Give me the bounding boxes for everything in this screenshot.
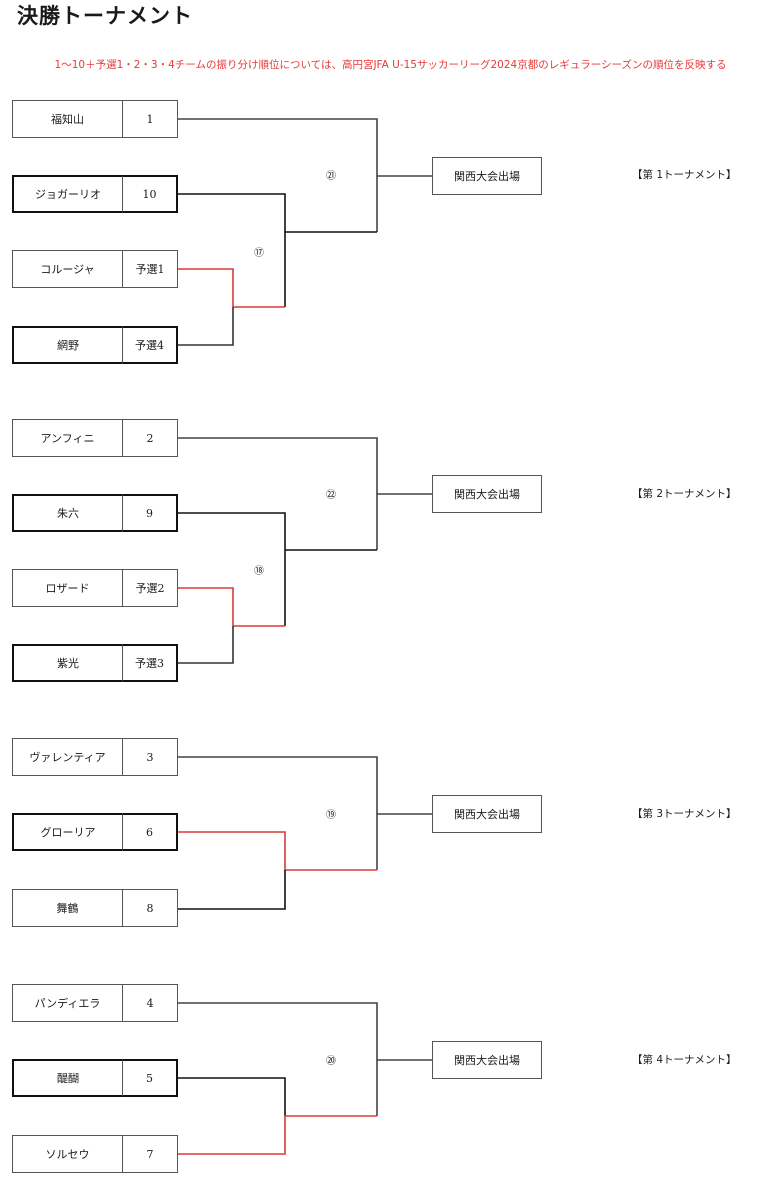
final-result-box: 関西大会出場: [432, 157, 542, 195]
team-seed-box: 10: [122, 175, 178, 213]
semi-match-number: ⑰: [254, 248, 264, 259]
team-name-box: 福知山: [12, 100, 123, 138]
final-match-number: ㉑: [326, 171, 336, 182]
line-t2-team2: [178, 512, 286, 626]
line-t2-team1: [178, 437, 378, 550]
final-result-box: 関西大会出場: [432, 1041, 542, 1079]
line-t4-team1: [178, 1002, 378, 1116]
team-seed-box: 5: [122, 1059, 178, 1097]
tournament-name: 【第 4トーナメント】: [632, 1054, 737, 1066]
seeding-note: 1〜10＋予選1・2・3・4チームの振り分け順位については、高円宮JFA U-1…: [54, 59, 727, 71]
tournament-name: 【第 2トーナメント】: [632, 488, 737, 500]
team-seed-box: 3: [122, 738, 178, 776]
team-name-box: ジョガーリオ: [12, 175, 123, 213]
team-name-box: ロザード: [12, 569, 123, 607]
final-result-box: 関西大会出場: [432, 475, 542, 513]
team-seed-box: 予選4: [122, 326, 178, 364]
team-seed-box: 6: [122, 813, 178, 851]
team-name-box: 網野: [12, 326, 123, 364]
final-match-number: ⑲: [326, 810, 336, 821]
team-seed-box: 予選2: [122, 569, 178, 607]
tournament-name: 【第 1トーナメント】: [632, 169, 737, 181]
team-name-box: 紫光: [12, 644, 123, 682]
line-t2-team3: [178, 587, 285, 627]
team-seed-box: 予選3: [122, 644, 178, 682]
semi-match-number: ⑱: [254, 566, 264, 577]
team-seed-box: 2: [122, 419, 178, 457]
page-title: 決勝トーナメント: [17, 4, 193, 28]
team-name-box: アンフィニ: [12, 419, 123, 457]
line-t4-team3: [178, 1115, 377, 1155]
team-seed-box: 予選1: [122, 250, 178, 288]
final-result-box: 関西大会出場: [432, 795, 542, 833]
team-name-box: 醍醐: [12, 1059, 123, 1097]
tournament-name: 【第 3トーナメント】: [632, 808, 737, 820]
team-seed-box: 8: [122, 889, 178, 927]
line-t1-team4: [178, 307, 234, 346]
line-t4-team2: [178, 1077, 286, 1116]
line-t2-team4: [178, 626, 234, 664]
line-t1-team3: [178, 268, 285, 308]
bracket-1-lines: [178, 118, 432, 346]
line-t1-team1: [178, 118, 378, 232]
team-name-box: ソルセウ: [12, 1135, 123, 1173]
team-name-box: グローリア: [12, 813, 123, 851]
team-seed-box: 7: [122, 1135, 178, 1173]
team-seed-box: 9: [122, 494, 178, 532]
line-t3-team3: [178, 870, 286, 910]
bracket-2-lines: [178, 437, 432, 664]
team-name-box: パンディエラ: [12, 984, 123, 1022]
line-t3-team1: [178, 756, 378, 870]
bracket-4-lines: [178, 1002, 432, 1155]
team-name-box: ヴァレンティア: [12, 738, 123, 776]
team-seed-box: 4: [122, 984, 178, 1022]
team-seed-box: 1: [122, 100, 178, 138]
team-name-box: 朱六: [12, 494, 123, 532]
line-t1-team2: [178, 193, 286, 307]
line-t3-team2: [178, 831, 377, 871]
team-name-box: コルージャ: [12, 250, 123, 288]
final-match-number: ⑳: [326, 1056, 336, 1067]
bracket-3-lines: [178, 756, 432, 910]
team-name-box: 舞鶴: [12, 889, 123, 927]
final-match-number: ㉒: [326, 490, 336, 501]
